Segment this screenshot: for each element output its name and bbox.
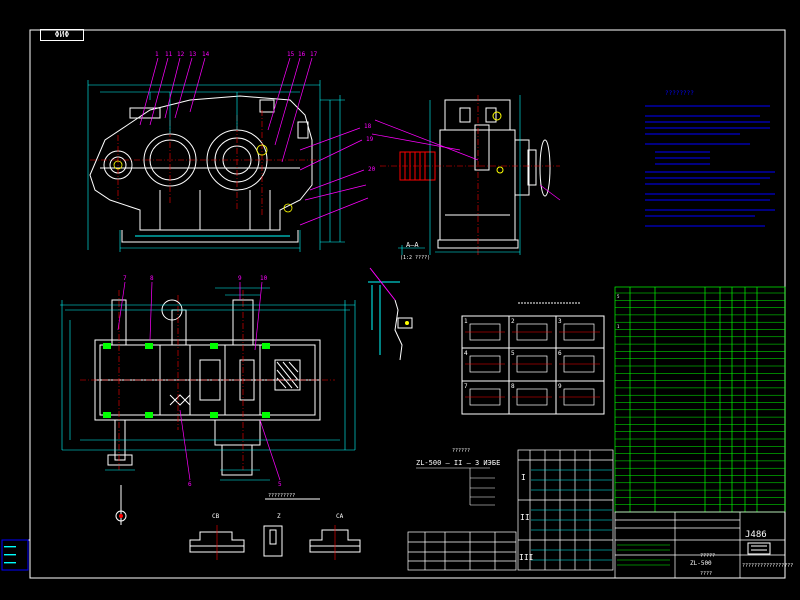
svg-text:5: 5 (617, 294, 620, 299)
svg-text:11: 11 (165, 51, 173, 58)
svg-text:18: 18 (364, 123, 372, 130)
title-block-tail: ????????????????? (742, 563, 793, 569)
gearbox-plan-section (94, 299, 321, 476)
parts-list (614, 286, 786, 513)
svg-text:16: 16 (298, 51, 306, 58)
left-stamp-box (1, 539, 29, 571)
section-label-cb: CB (212, 513, 220, 520)
model-code: ZL-500 — II — 3 ИЭБЕ (416, 459, 500, 467)
svg-text:1: 1 (155, 51, 159, 58)
svg-text:5: 5 (511, 350, 515, 357)
title-block (614, 511, 786, 579)
svg-text:10: 10 (260, 275, 268, 282)
elevation-dimensions (87, 80, 345, 252)
section-scale: (1:2 ????) (400, 255, 430, 261)
elevation-centerlines (90, 110, 320, 215)
svg-text:9: 9 (558, 383, 562, 390)
technical-notes (645, 105, 775, 227)
model-label: ZL-500 (690, 560, 712, 567)
svg-text:??????: ?????? (452, 448, 470, 454)
gearbox-elevation-view (89, 95, 313, 243)
svg-text:14: 14 (202, 51, 210, 58)
company-logo (747, 542, 771, 555)
svg-text:?????: ????? (700, 553, 715, 559)
svg-text:3: 3 (558, 318, 562, 325)
svg-text:6: 6 (188, 481, 192, 488)
svg-text:▬▬▬▬: ▬▬▬▬ (4, 552, 16, 558)
stage-label-1: I (521, 473, 526, 482)
svg-text:20: 20 (368, 166, 376, 173)
parts-list-rows (615, 292, 785, 505)
svg-text:15: 15 (287, 51, 295, 58)
stage-label-2: II (520, 513, 530, 522)
key-detail (368, 281, 413, 361)
svg-text:8: 8 (511, 383, 515, 390)
section-label-z: Z (277, 513, 281, 520)
section-label: A—A (406, 241, 419, 249)
section-details (189, 525, 361, 557)
stage-label-3: III (519, 553, 534, 562)
arrangement-grid (461, 315, 605, 415)
svg-text:9: 9 (238, 275, 242, 282)
plan-bearings (103, 343, 270, 418)
svg-text:?????????: ????????? (268, 493, 295, 499)
gearbox-side-view (437, 99, 551, 249)
plan-dimensions (60, 287, 356, 481)
arrangement-cells (469, 323, 595, 406)
svg-text:????: ???? (700, 571, 712, 577)
svg-text:4: 4 (464, 350, 468, 357)
section-label-ca: CA (336, 513, 344, 520)
svg-text:12: 12 (177, 51, 185, 58)
svg-text:1: 1 (464, 318, 468, 325)
plan-leaders (117, 281, 281, 481)
svg-text:19: 19 (366, 136, 374, 143)
svg-text:▬▬▬▬: ▬▬▬▬ (4, 544, 16, 550)
svg-text:6: 6 (558, 350, 562, 357)
svg-text:1: 1 (617, 324, 620, 329)
svg-text:▬▬▬▬: ▬▬▬▬ (4, 560, 16, 566)
svg-text:7: 7 (464, 383, 468, 390)
elevation-leaders (139, 57, 369, 226)
svg-text:13: 13 (189, 51, 197, 58)
svg-text:5: 5 (278, 481, 282, 488)
svg-text:2: 2 (511, 318, 515, 325)
svg-text:8: 8 (150, 275, 154, 282)
drawing-number: J486 (745, 530, 767, 540)
notes-title: ???????? (665, 90, 694, 97)
svg-text:7: 7 (123, 275, 127, 282)
revision-table (407, 531, 517, 571)
svg-text:17: 17 (310, 51, 318, 58)
